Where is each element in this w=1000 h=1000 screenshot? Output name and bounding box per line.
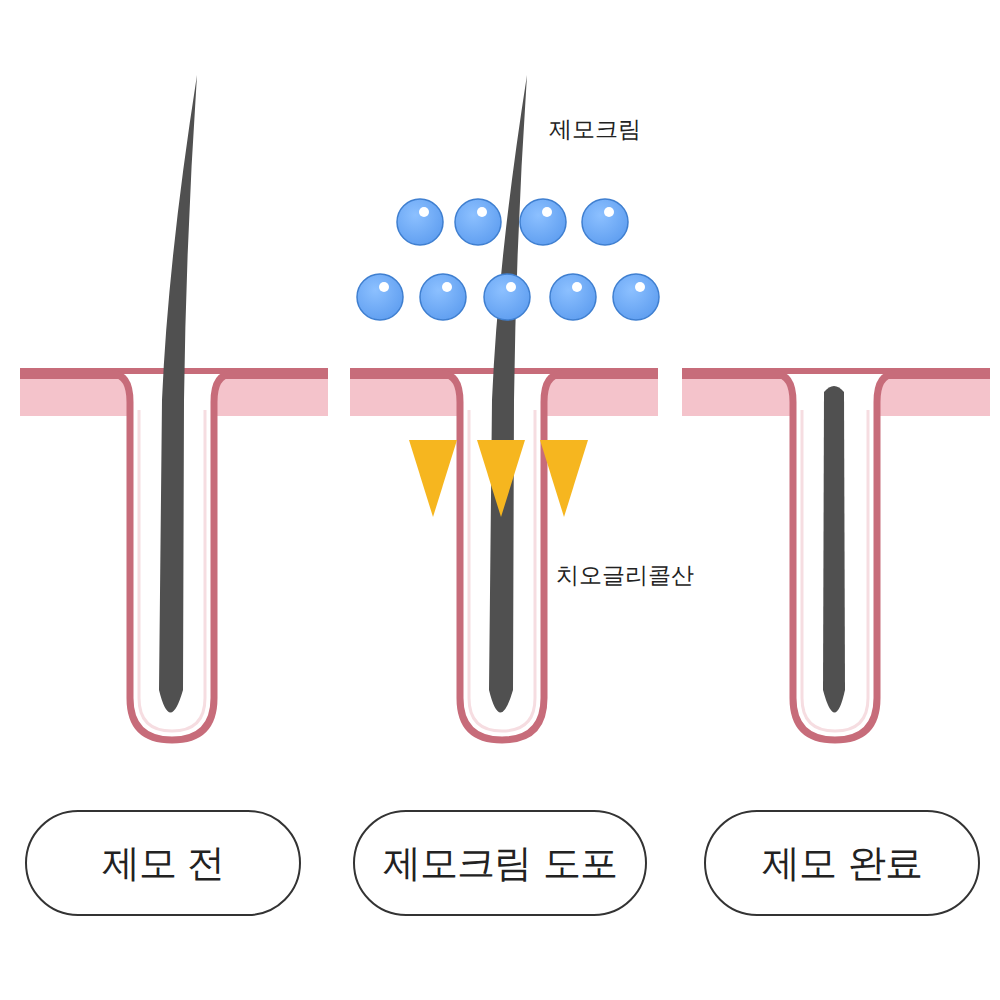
step-label: 제모 완료	[762, 838, 921, 889]
step-label: 제모 전	[102, 838, 224, 889]
cream-bubble	[357, 274, 403, 320]
callout-label: 치오글리콜산	[553, 560, 697, 591]
cream-bubble	[420, 274, 466, 320]
callout-label: 제모크림	[546, 114, 644, 145]
acid-triangle	[477, 440, 525, 517]
step-label: 제모크림 도포	[383, 838, 616, 889]
step-pill: 제모크림 도포	[353, 810, 646, 916]
bubble-highlight	[477, 207, 487, 217]
step-pill: 제모 전	[25, 810, 301, 916]
thioglycolic-acid-markers	[409, 440, 588, 517]
bubble-highlight	[604, 207, 614, 217]
bubble-highlight	[379, 282, 389, 292]
acid-triangle	[540, 440, 588, 517]
cream-bubble	[455, 199, 501, 245]
bubble-highlight	[635, 282, 645, 292]
step-pill: 제모 완료	[704, 810, 980, 916]
cream-bubble	[397, 199, 443, 245]
cream-bubble	[582, 199, 628, 245]
hair-stub	[823, 386, 845, 713]
bubble-highlight	[542, 207, 552, 217]
cream-bubble	[613, 274, 659, 320]
acid-triangle	[409, 440, 457, 517]
hair	[489, 75, 527, 713]
bubble-highlight	[506, 282, 516, 292]
cream-bubbles	[357, 199, 659, 320]
cream-bubble	[484, 274, 530, 320]
follicle	[682, 374, 990, 740]
bubble-highlight	[419, 207, 429, 217]
bubble-highlight	[442, 282, 452, 292]
cream-bubble	[550, 274, 596, 320]
bubble-highlight	[572, 282, 582, 292]
hair	[159, 75, 197, 713]
cream-bubble	[520, 199, 566, 245]
hairs	[159, 75, 845, 713]
